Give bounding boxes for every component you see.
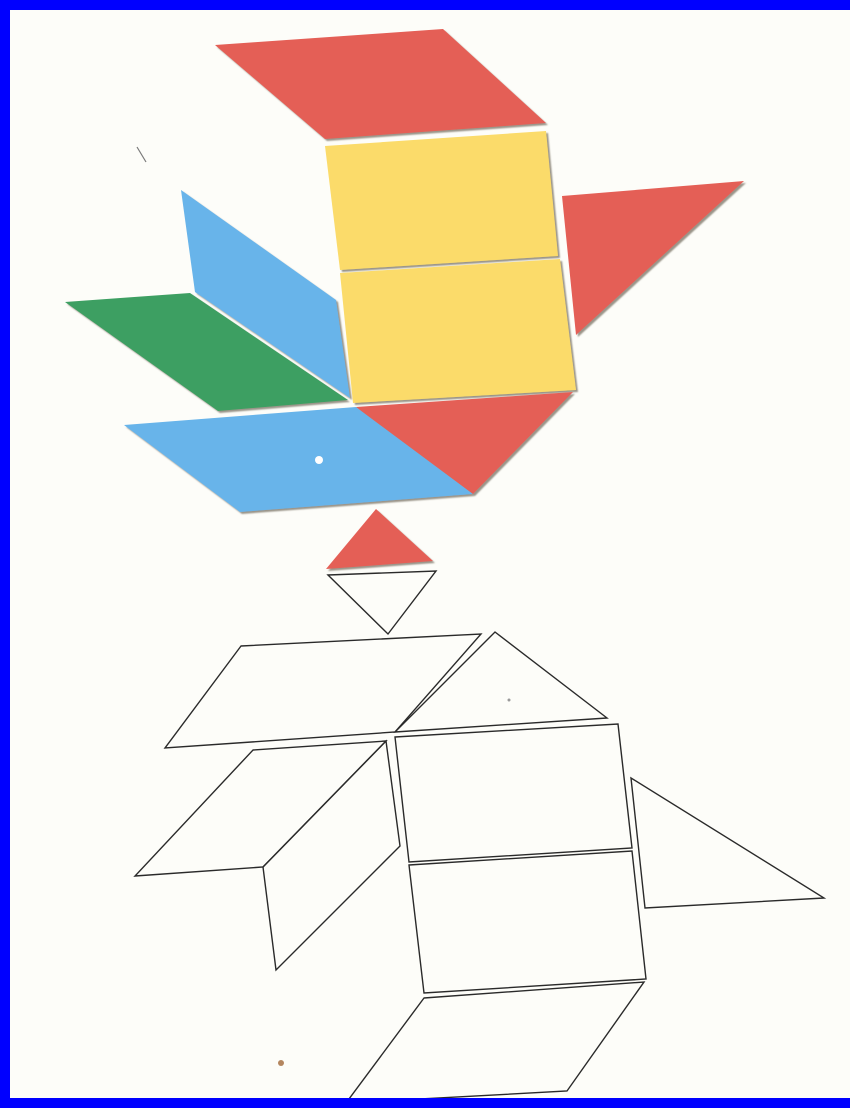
middle-outline-rhombus [263,741,400,970]
right-red-triangle [562,181,744,335]
lower-yellow-square [340,259,576,403]
pencil-mark [137,147,146,162]
upper-yellow-square [325,131,558,270]
paper-speck [315,456,323,464]
outline-figure [135,571,824,1103]
paper-speck-small [508,699,511,702]
paper-speck-lower [278,1060,284,1066]
small-outline-triangle [328,571,436,634]
upper-left-outline-rhombus [165,634,481,748]
colored-figure [65,29,744,569]
upper-outline-triangle [395,632,607,732]
upper-outline-square [395,724,632,862]
lower-outline-square [409,851,646,993]
pattern-block-puzzle [10,10,850,1108]
bottom-outline-rhombus [346,982,644,1103]
small-red-triangle [326,509,433,569]
right-outline-triangle [631,778,824,908]
top-red-rhombus [215,29,546,139]
left-outline-rhombus [135,741,386,876]
